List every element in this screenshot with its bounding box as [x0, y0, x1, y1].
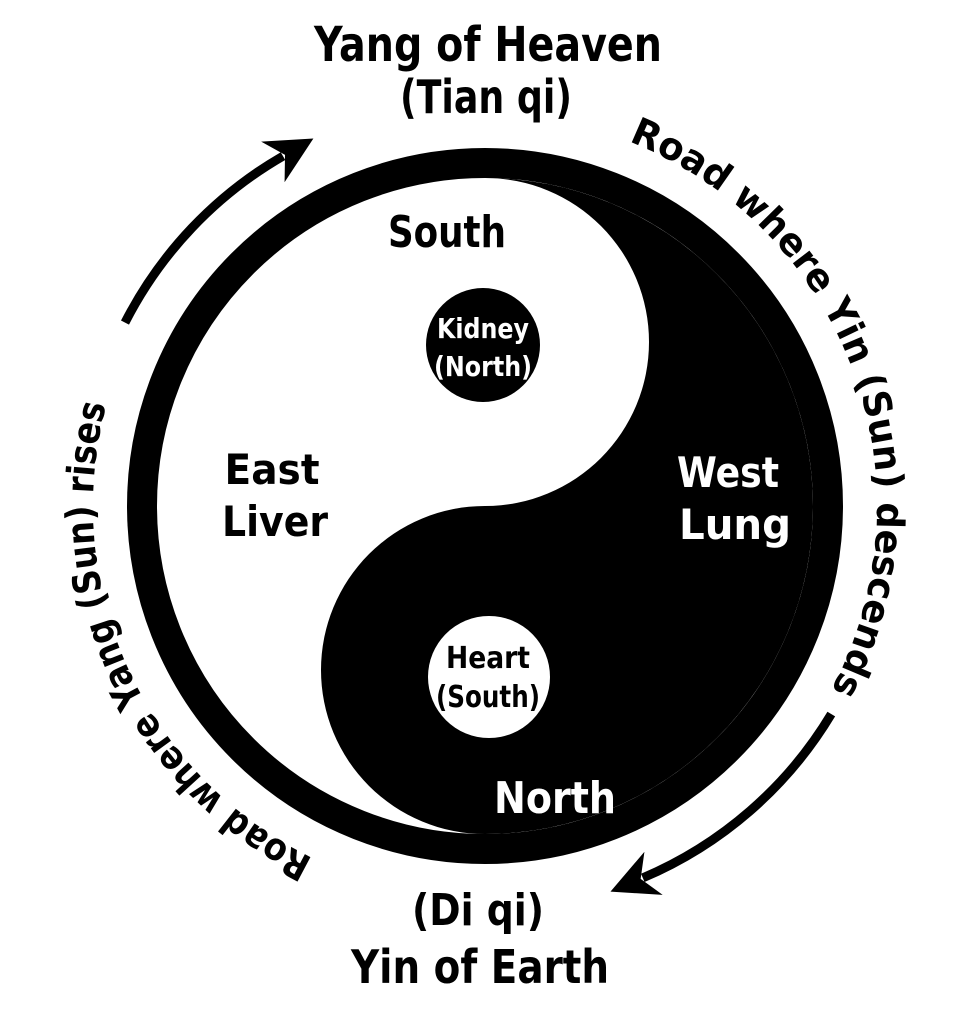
kidney-dot-line1: Kidney	[437, 312, 529, 345]
rise-arrow-icon	[120, 138, 314, 325]
yinyang-symbol	[127, 148, 843, 864]
kidney-dot-line2: (North)	[434, 350, 532, 383]
earth-title-line1: (Di qi)	[412, 885, 544, 936]
yin-organ-line1: West	[677, 448, 779, 497]
yin-direction-label: North	[494, 773, 616, 824]
heart-dot-line1: Heart	[446, 641, 530, 676]
earth-title-line2: Yin of Earth	[350, 940, 609, 994]
yang-organ-line2: Liver	[222, 497, 328, 546]
heart-dot-line2: (South)	[436, 680, 540, 715]
yang-organ-line1: East	[225, 445, 320, 494]
heart-dot	[428, 616, 550, 738]
kidney-dot	[426, 288, 540, 402]
descend-arrow-icon	[610, 711, 836, 895]
yin-organ-line2: Lung	[679, 500, 791, 549]
heaven-title-line2: (Tian qi)	[400, 70, 572, 124]
yang-direction-label: South	[388, 207, 506, 258]
outer-ring	[127, 148, 843, 864]
heaven-title-line1: Yang of Heaven	[313, 17, 662, 73]
